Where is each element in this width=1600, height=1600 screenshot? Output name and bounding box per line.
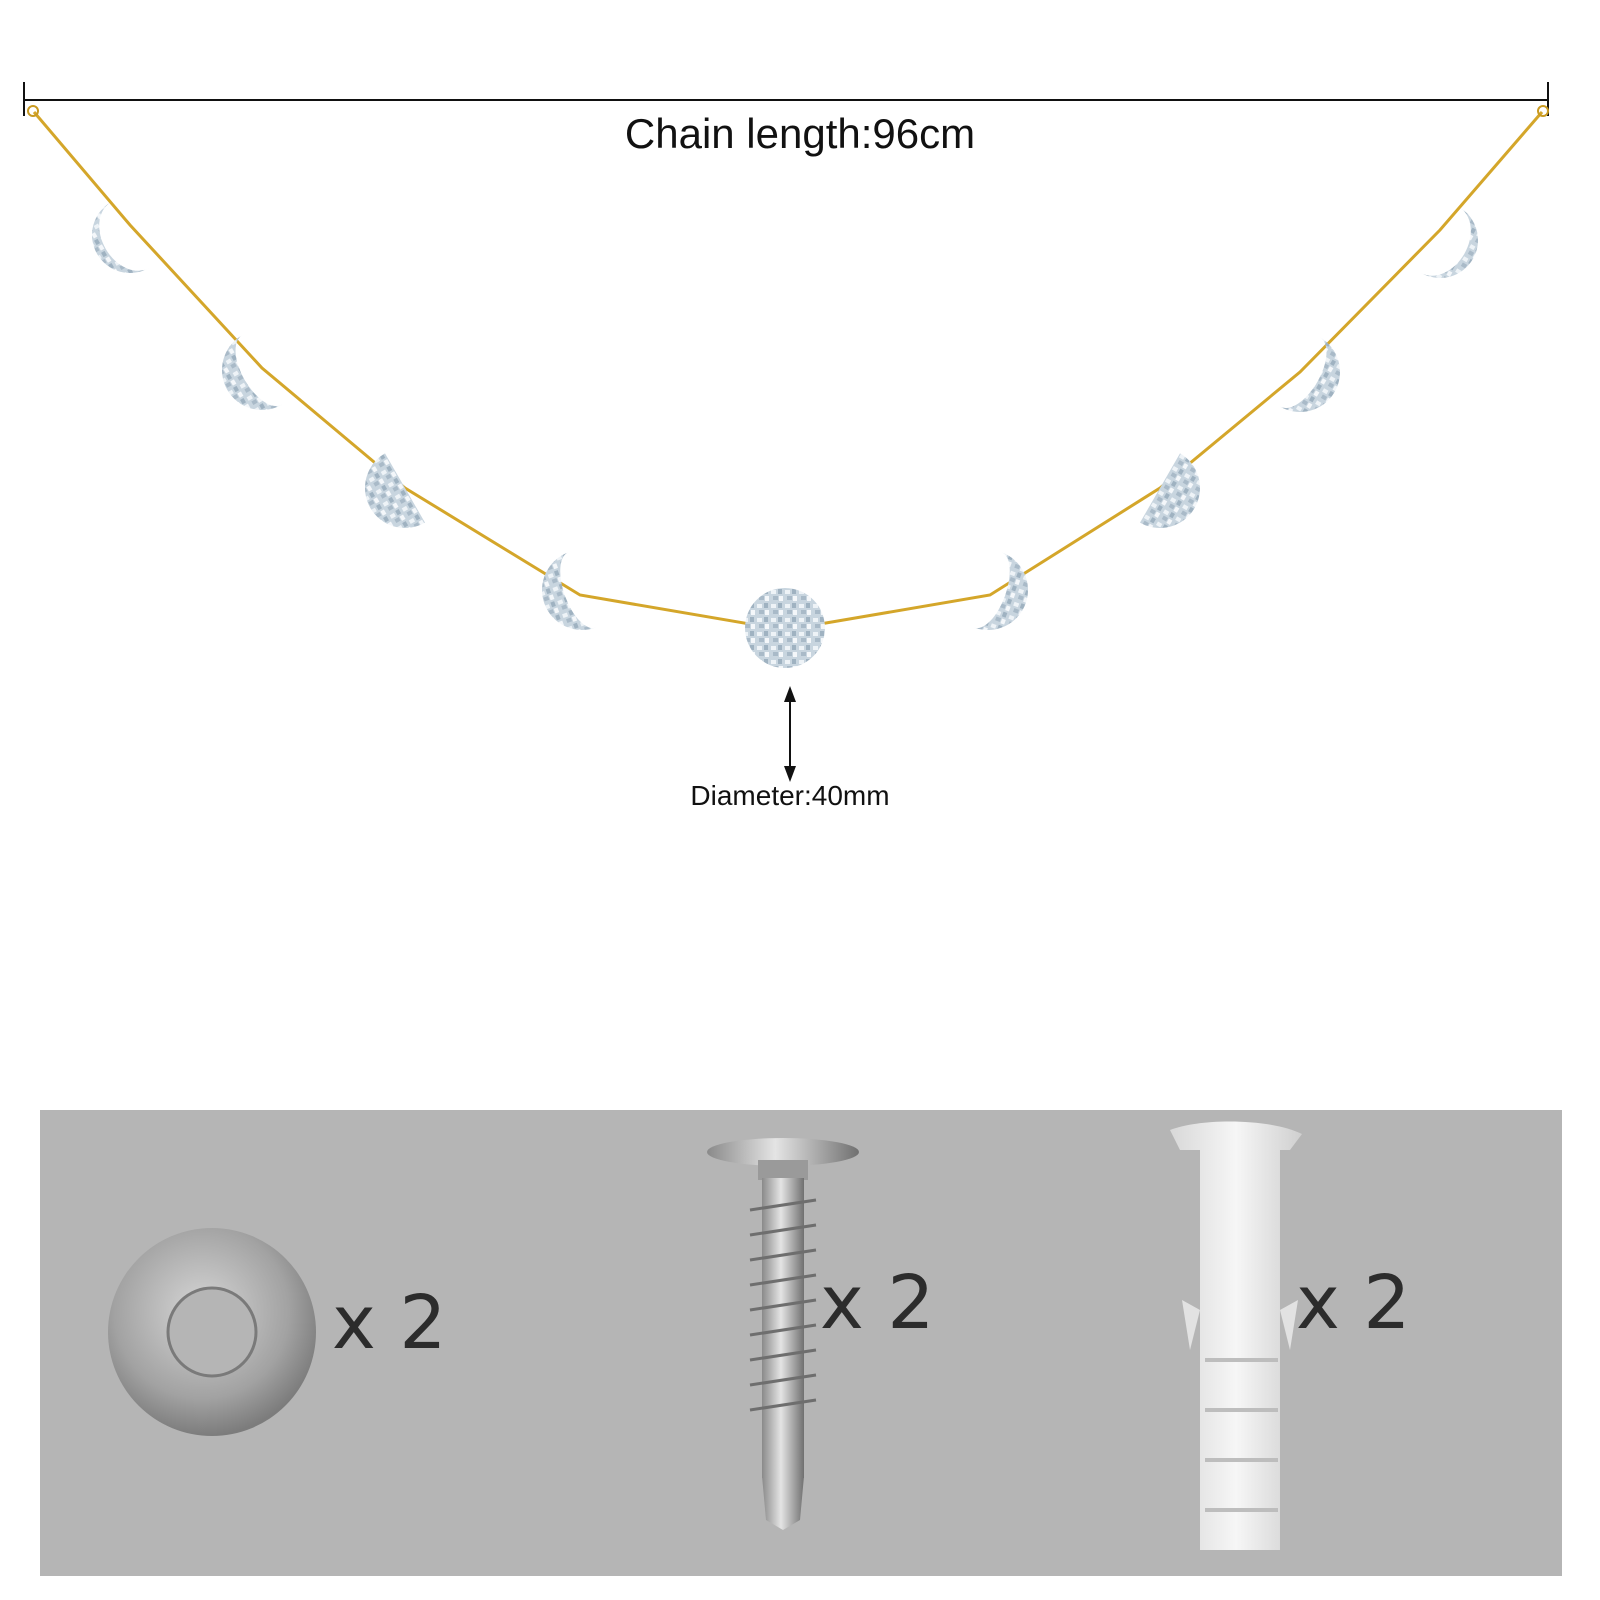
screw-quantity: x 2 xyxy=(820,1260,935,1346)
moon-charm-half xyxy=(365,453,425,528)
moon-charm-crescent xyxy=(1421,207,1478,278)
screw-icon xyxy=(707,1138,859,1530)
diameter-arrow xyxy=(784,686,796,782)
washer-icon xyxy=(108,1228,316,1436)
end-ring-left xyxy=(27,105,39,117)
chain-length-label: Chain length:96cm xyxy=(624,110,976,157)
moon-charm-half xyxy=(1140,453,1200,528)
accessories-panel: x 2 x 2 x 2 xyxy=(40,1110,1562,1576)
moon-charm-gibbous xyxy=(974,552,1028,630)
anchor-quantity: x 2 xyxy=(1296,1260,1411,1346)
accessories-illustrations xyxy=(108,1121,1302,1550)
moon-charm-crescent xyxy=(92,202,149,273)
moon-charms xyxy=(92,202,1478,668)
wall-anchor-icon xyxy=(1170,1121,1302,1550)
gold-chain xyxy=(27,105,1549,632)
moon-charm-gibbous xyxy=(542,552,596,630)
moon-charm-full xyxy=(745,588,825,668)
moon-charm-crescent xyxy=(222,335,282,410)
end-ring-right xyxy=(1537,105,1549,117)
diameter-label: Diameter:40mm xyxy=(690,780,890,811)
moon-charm-crescent xyxy=(1280,337,1340,412)
washer-quantity: x 2 xyxy=(332,1280,447,1366)
